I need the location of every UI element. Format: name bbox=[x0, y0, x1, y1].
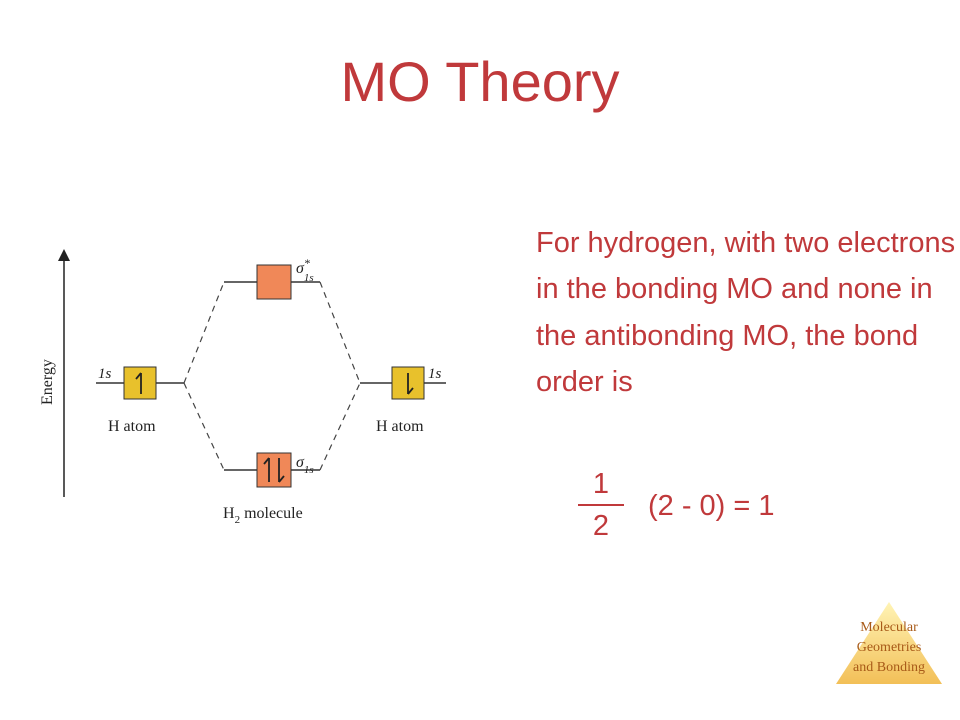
logo-line-1: Molecular bbox=[860, 620, 918, 635]
triangle-logo-icon bbox=[836, 602, 942, 684]
bonding-label: σ1s bbox=[296, 454, 314, 476]
molecule-label: H2 molecule bbox=[223, 505, 303, 526]
antibonding-subscript: 1s bbox=[304, 272, 314, 284]
spin-up-arrow-icon bbox=[135, 372, 142, 394]
fraction-denominator: 2 bbox=[592, 510, 610, 542]
antibonding-symbol: σ bbox=[296, 260, 305, 277]
bonding-subscript: 1s bbox=[304, 464, 314, 476]
slide-body-text: For hydrogen, with two electrons in the … bbox=[536, 227, 956, 399]
antibonding-box bbox=[256, 264, 292, 300]
left-ao-box bbox=[123, 366, 157, 400]
slide-title: MO Theory bbox=[340, 50, 620, 113]
paired-spin-arrows-icon bbox=[263, 457, 285, 483]
left-atom-label: H atom bbox=[108, 418, 156, 435]
mo-energy-diagram: Energy 1s H atom 1s H atom σ*1s σ1s H2 m… bbox=[39, 249, 446, 526]
correlation-lines bbox=[183, 281, 361, 471]
logo-line-2: Geometries bbox=[856, 640, 922, 655]
antibonding-superscript: * bbox=[304, 256, 310, 270]
molecule-label-subscript: 2 bbox=[235, 514, 241, 526]
logo-line-3: and Bonding bbox=[853, 660, 925, 675]
fraction-numerator: 1 bbox=[592, 468, 610, 500]
formula-expression: (2 - 0) = 1 bbox=[648, 490, 775, 522]
left-ao-label: 1s bbox=[98, 366, 112, 382]
logo-text: Molecular Geometries and Bonding bbox=[830, 618, 948, 678]
fraction-bar bbox=[578, 504, 624, 506]
bonding-symbol: σ bbox=[296, 454, 305, 471]
molecule-label-suffix: molecule bbox=[240, 505, 303, 522]
energy-axis-label: Energy bbox=[39, 359, 56, 405]
fraction: 1 2 bbox=[578, 466, 624, 544]
antibonding-label: σ* 1s bbox=[296, 256, 314, 284]
molecule-label-prefix: H bbox=[223, 505, 235, 522]
spin-down-arrow-icon bbox=[407, 373, 414, 395]
right-atom-label: H atom bbox=[376, 418, 424, 435]
course-logo: Molecular Geometries and Bonding bbox=[830, 598, 948, 688]
bond-order-formula: 1 2 (2 - 0) = 1 bbox=[578, 466, 938, 556]
right-ao-label: 1s bbox=[428, 366, 442, 382]
bonding-box bbox=[256, 452, 292, 488]
